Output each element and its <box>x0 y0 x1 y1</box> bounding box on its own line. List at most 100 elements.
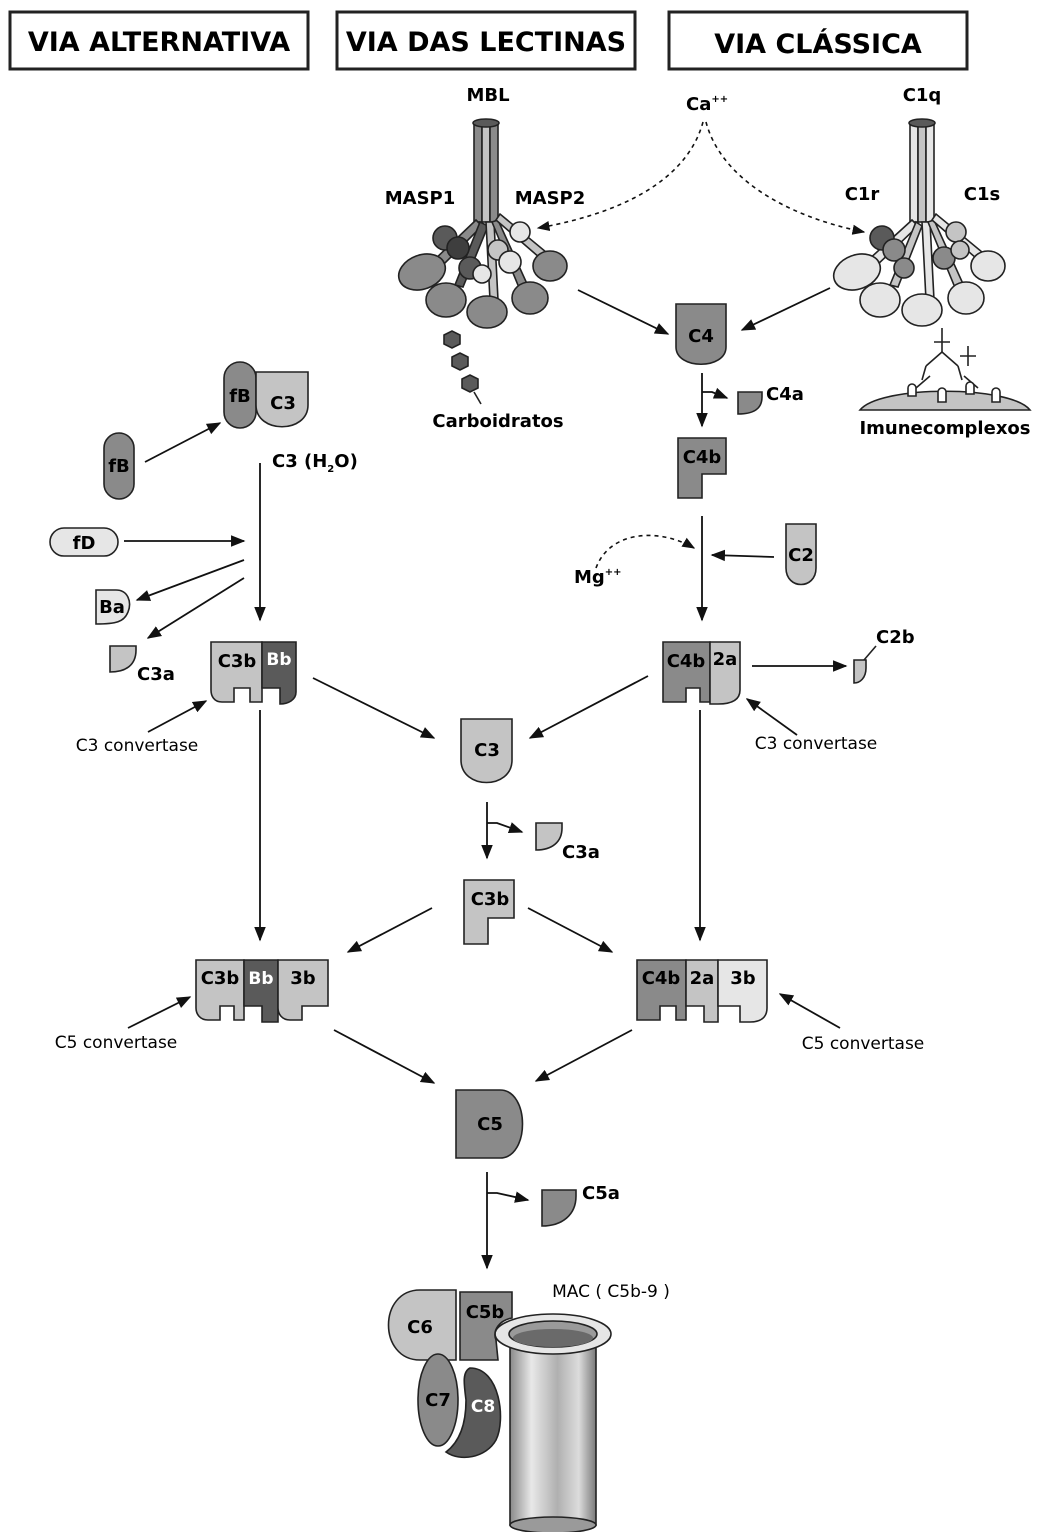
c3-bound-label: C3 <box>270 393 296 414</box>
c3-convertase-alt-label: C3 convertase <box>76 736 199 756</box>
c5conv-alt-bb-label: Bb <box>248 969 273 989</box>
c3b-central: C3b <box>463 879 515 945</box>
c5-convertase-alt-label: C5 convertase <box>55 1033 178 1053</box>
c4b2a-2a-label: 2a <box>713 649 738 670</box>
arrow-c3-convertase-classical <box>745 698 798 736</box>
carbohydrates: Carboidratos <box>432 330 564 432</box>
c4a-label: C4a <box>766 384 804 405</box>
header-classical: VIA CLÁSSICA <box>667 10 969 71</box>
calcium-ion: Ca++ <box>536 94 866 235</box>
c1q-label: C1q <box>903 85 942 106</box>
header-alternative-label: VIA ALTERNATIVA <box>28 27 290 58</box>
c2-label: C2 <box>788 545 814 566</box>
c3bbb-bb-label: Bb <box>266 650 291 670</box>
masp2-label: MASP2 <box>515 188 586 209</box>
c5-convertase-classical-label: C5 convertase <box>802 1034 925 1054</box>
c4b-molecule: C4b <box>677 437 727 499</box>
c3a-fragment-alt: C3a <box>109 645 175 685</box>
c4a-fragment: C4a <box>737 384 804 415</box>
calcium-label: Ca++ <box>686 94 728 115</box>
c3a-central-label: C3a <box>562 842 600 863</box>
magnesium-label: Mg++ <box>574 567 622 588</box>
mg-arrow <box>595 534 696 569</box>
ba-fragment: Ba <box>95 589 131 625</box>
header-alternative: VIA ALTERNATIVA <box>8 10 310 71</box>
c4-molecule: C4 <box>675 303 727 366</box>
c3-convertase-classical-label: C3 convertase <box>755 734 878 754</box>
c3-central-label: C3 <box>474 740 500 761</box>
immune-complexes: Imunecomplexos <box>858 328 1032 439</box>
fb-c3-complex: fB C3 <box>223 361 309 429</box>
header-lectins-label: VIA DAS LECTINAS <box>346 27 626 58</box>
arrow-ba-release <box>135 559 245 601</box>
c3bbb-c3-convertase: C3b Bb <box>210 641 297 705</box>
c4b-label: C4b <box>683 447 722 468</box>
arrow-c5-convertase-alt <box>127 996 192 1029</box>
c5-label: C5 <box>477 1114 503 1135</box>
fd-factor: fD <box>49 527 119 557</box>
arrow-classical-to-c5 <box>534 1029 633 1082</box>
calcium-arrow-lectin <box>536 121 704 232</box>
c4b2a-c4b-label: C4b <box>667 651 706 672</box>
fb-free-label: fB <box>108 456 130 477</box>
arrow-c1-to-c4 <box>740 287 831 331</box>
c5conv-cls-c4b-label: C4b <box>642 968 681 989</box>
mac-c8-label: C8 <box>471 1397 495 1417</box>
c3a-fragment-central: C3a <box>535 822 600 863</box>
mac-c5b-label: C5b <box>466 1302 505 1323</box>
c5conv-cls-2a-label: 2a <box>690 968 715 989</box>
c4b2a-c3-convertase: C4b 2a <box>662 641 741 705</box>
c5conv-alt-3b-label: 3b <box>290 968 316 989</box>
header-classical-label: VIA CLÁSSICA <box>714 28 922 60</box>
c2b-label: C2b <box>876 627 915 648</box>
immune-complexes-label: Imunecomplexos <box>859 418 1030 439</box>
c3b-central-label: C3b <box>471 889 510 910</box>
c5conv-cls-3b-label: 3b <box>730 968 756 989</box>
arrow-c5-convertase-classical <box>778 993 841 1029</box>
c2b-fragment: C2b <box>853 627 915 684</box>
arrow-c2-in <box>710 549 775 562</box>
arrow-alt-to-c3 <box>312 677 436 739</box>
arrow-c3a-release-central <box>487 822 524 834</box>
ba-label: Ba <box>99 597 125 618</box>
masp1-label: MASP1 <box>385 188 456 209</box>
fb-bound-label: fB <box>229 386 251 407</box>
arrow-fb-to-c3 <box>144 422 222 463</box>
c3a-alt-label: C3a <box>137 664 175 685</box>
arrow-alt-to-c5 <box>333 1029 436 1084</box>
carbohydrates-label: Carboidratos <box>432 411 563 432</box>
fb-free: fB <box>103 432 135 500</box>
arrow-c3b-to-classical-c5conv <box>527 907 614 953</box>
c3bbb-c3b-label: C3b <box>218 651 257 672</box>
arrow-c4a-release <box>702 387 729 399</box>
c3bbb3b-c5-convertase: C3b Bb 3b <box>195 959 329 1023</box>
c1r-label: C1r <box>845 184 880 205</box>
c3h2o-label: C3 (H2O) <box>272 451 358 475</box>
c1s-label: C1s <box>964 184 1000 205</box>
c4b2a3b-c5-convertase: C4b 2a 3b <box>636 959 768 1023</box>
arrow-c3b-to-alt-c5conv <box>346 907 433 953</box>
c4-label: C4 <box>688 326 714 347</box>
mbl-label: MBL <box>466 85 509 106</box>
arrow-mbl-to-c4 <box>577 289 670 335</box>
c3-central: C3 <box>460 718 513 784</box>
c5-molecule: C5 <box>455 1089 524 1159</box>
c5a-label: C5a <box>582 1183 620 1204</box>
arrow-c5a-release <box>487 1191 530 1203</box>
c2-molecule: C2 <box>785 523 817 586</box>
c5a-fragment: C5a <box>541 1183 620 1227</box>
arrow-c3-convertase-alt <box>147 700 208 733</box>
mac-label: MAC ( C5b-9 ) <box>552 1282 670 1302</box>
fd-label: fD <box>73 533 96 554</box>
c5conv-alt-c3b-label: C3b <box>201 968 240 989</box>
arrow-c3a-release-alt <box>146 577 245 639</box>
calcium-arrow-classical <box>705 121 866 235</box>
mbl-complex: MBL MASP1 MASP2 <box>385 85 586 329</box>
mac-complex: MAC ( C5b-9 ) C6 C5b C7 C8 <box>387 1282 670 1532</box>
mac-c6-label: C6 <box>407 1317 433 1338</box>
c1-complex: C1q C1r C1s <box>832 85 1006 327</box>
header-lectins: VIA DAS LECTINAS <box>335 10 637 71</box>
mac-c7-label: C7 <box>425 1390 451 1411</box>
arrow-classical-to-c3 <box>528 675 649 739</box>
